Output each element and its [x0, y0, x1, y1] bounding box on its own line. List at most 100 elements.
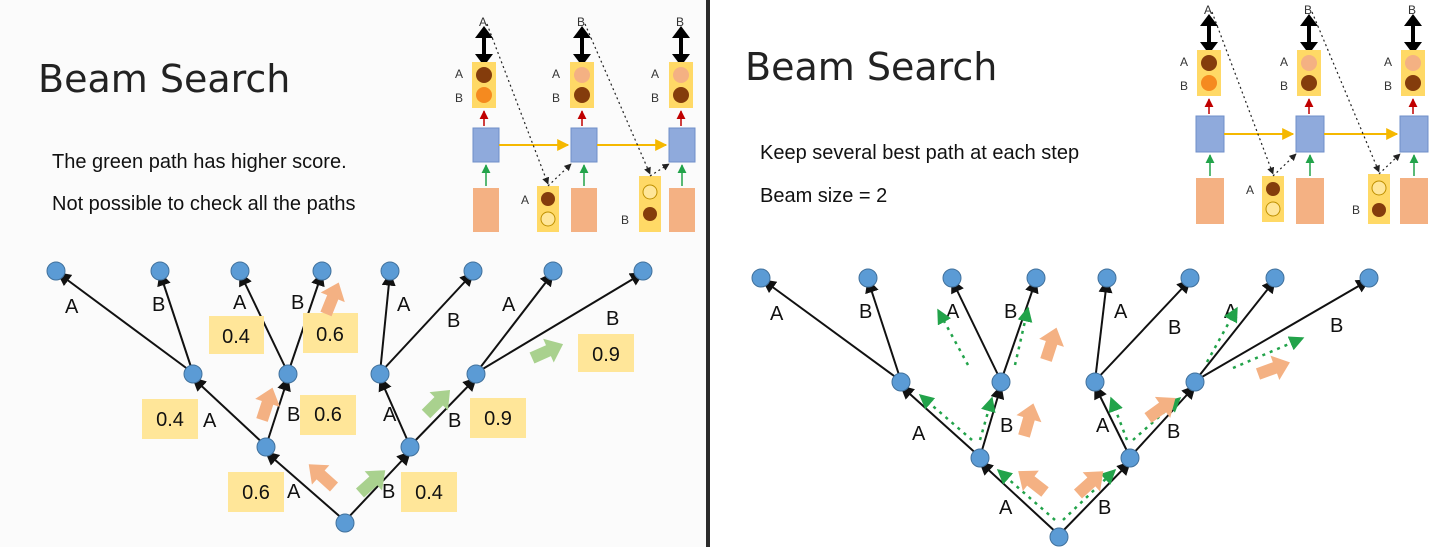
edge-label: B: [606, 308, 619, 330]
tree-node: [891, 372, 911, 392]
prob-label-b: B: [651, 91, 659, 105]
tree-edge: [56, 272, 194, 374]
edge-label: A: [912, 423, 926, 445]
edge-label: B: [1098, 497, 1111, 519]
tree-node: [543, 261, 563, 281]
score-box: 0.4: [401, 472, 457, 512]
pink-arrow: [1016, 403, 1042, 438]
score-value: 0.6: [314, 404, 342, 426]
score-box: 0.9: [578, 334, 634, 372]
edge-label: A: [999, 497, 1013, 519]
edge-label: A: [383, 404, 397, 426]
output-token-label: A: [1204, 3, 1212, 17]
tree-edge: [379, 271, 474, 374]
prob-label-a: A: [1180, 55, 1188, 69]
tree-edge: [157, 271, 194, 374]
feedback-dotted-arrow: [1211, 11, 1275, 175]
tree-node: [150, 261, 170, 281]
output-token-label: B: [1304, 3, 1312, 17]
tree-node: [1085, 372, 1105, 392]
prob-label-a: A: [455, 67, 463, 81]
tree-node: [942, 268, 962, 288]
tree-node: [858, 268, 878, 288]
output-token-label: B: [1408, 3, 1416, 17]
output-token-label: A: [479, 15, 487, 29]
tree-edge: [409, 376, 477, 447]
feedback-dotted-arrow: [584, 23, 651, 175]
pink-arrow: [308, 464, 339, 492]
tree-edge: [265, 376, 291, 447]
score-box: 0.6: [228, 472, 284, 512]
score-value: 0.9: [484, 408, 512, 430]
sampled-token-box: [639, 176, 661, 232]
tree-edge: [378, 376, 411, 447]
prob-label-b: B: [1280, 79, 1288, 93]
score-box: 0.9: [470, 398, 526, 438]
output-token-label: B: [676, 15, 684, 29]
double-arrow-icon: [573, 26, 591, 66]
edge-label: A: [946, 301, 960, 323]
input-cell: [1296, 178, 1324, 224]
edge-label: B: [1330, 315, 1343, 337]
input-cell: [473, 188, 499, 232]
tree-node: [380, 261, 400, 281]
pink-arrow: [320, 282, 345, 317]
edge-label: B: [152, 294, 165, 316]
decoder-diagram: A B B: [455, 15, 696, 232]
edge-label: A: [1096, 415, 1110, 437]
prob-label-a: A: [1384, 55, 1392, 69]
beam-dotted-arrow: [936, 308, 970, 366]
feedback-dotted-arrow: [547, 163, 572, 187]
beam-dotted-arrow: [918, 394, 973, 441]
right-search-tree: A B A B A B A B A B A B A B: [751, 268, 1379, 547]
edge-label: A: [287, 481, 301, 503]
left-slide-title: Beam Search: [38, 57, 290, 101]
double-arrow-icon: [475, 26, 493, 66]
tree-edge: [1094, 278, 1191, 382]
edge-label: B: [447, 310, 460, 332]
edge-label: A: [65, 296, 79, 318]
probability-box: [669, 62, 693, 108]
decoder-diagram-left: A B B: [455, 15, 696, 232]
beam-dotted-arrow: [1013, 306, 1033, 366]
tree-edge: [761, 279, 902, 382]
right-slide-title: Beam Search: [745, 45, 997, 89]
tree-edge: [978, 461, 1060, 536]
double-arrow-icon: [1300, 14, 1318, 54]
score-box: 0.6: [303, 313, 358, 353]
edge-label: A: [203, 410, 217, 432]
tree-node: [466, 364, 486, 384]
score-value: 0.4: [222, 326, 250, 348]
pink-arrow: [1255, 355, 1290, 381]
sampled-token-label: A: [1246, 183, 1254, 197]
input-cell: [1196, 178, 1224, 224]
probability-box: [1401, 50, 1425, 96]
sampled-token-box: [1262, 176, 1284, 222]
beam-dotted-arrow: [1132, 397, 1182, 441]
tree-edge: [865, 278, 902, 382]
feedback-dotted-arrow: [1311, 11, 1380, 173]
beam-dotted-arrow: [1205, 306, 1239, 363]
sampled-token-label: B: [1352, 203, 1360, 217]
prob-label-b: B: [455, 91, 463, 105]
sampled-token-label: B: [621, 213, 629, 227]
tree-edge: [191, 377, 267, 447]
tree-node: [1120, 448, 1140, 468]
rnn-cell: [1399, 115, 1429, 153]
edge-label: B: [1168, 317, 1181, 339]
score-value: 0.4: [415, 482, 443, 504]
pink-arrow: [1039, 327, 1064, 362]
score-value: 0.9: [592, 344, 620, 366]
edge-label: A: [233, 292, 247, 314]
tree-edge: [379, 271, 396, 374]
decoder-diagram: A B B: [1180, 3, 1429, 224]
left-slide-line-1: The green path has higher score.: [52, 151, 347, 173]
tree-edge: [344, 450, 411, 522]
pink-arrow: [1144, 396, 1176, 423]
double-arrow-icon: [1404, 14, 1422, 54]
tree-edge: [475, 272, 645, 374]
feedback-dotted-arrow: [486, 23, 550, 185]
sampled-token-box: [537, 186, 559, 232]
left-slide-line-2: Not possible to check all the paths: [52, 193, 356, 215]
